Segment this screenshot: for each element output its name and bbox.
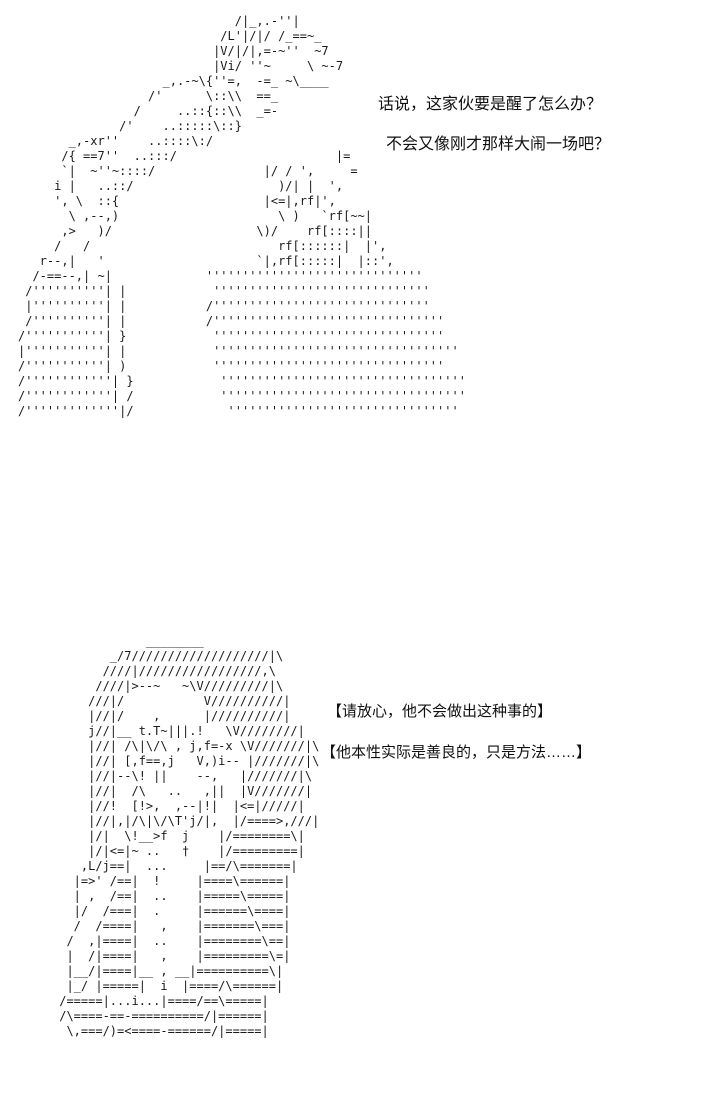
dialogue-text-1: 话说，这家伙要是醒了怎么办？ [378, 96, 603, 113]
ascii-art-top-figure: /|_,.-''| /L'|/|/ /_==~_ |V/|/|,=-~'' ~7… [18, 14, 466, 418]
ascii-art-bottom-figure: ________ _/7///////////////////|\ ////|/… [59, 634, 320, 1038]
dialogue-text-4: 【他本性实际是善良的，只是方法……】 [321, 744, 592, 761]
dialogue-text-2: 不会又像刚才那样大闹一场吧？ [386, 136, 611, 153]
dialogue-text-3: 【请放心，他不会做出这种事的】 [327, 703, 553, 720]
